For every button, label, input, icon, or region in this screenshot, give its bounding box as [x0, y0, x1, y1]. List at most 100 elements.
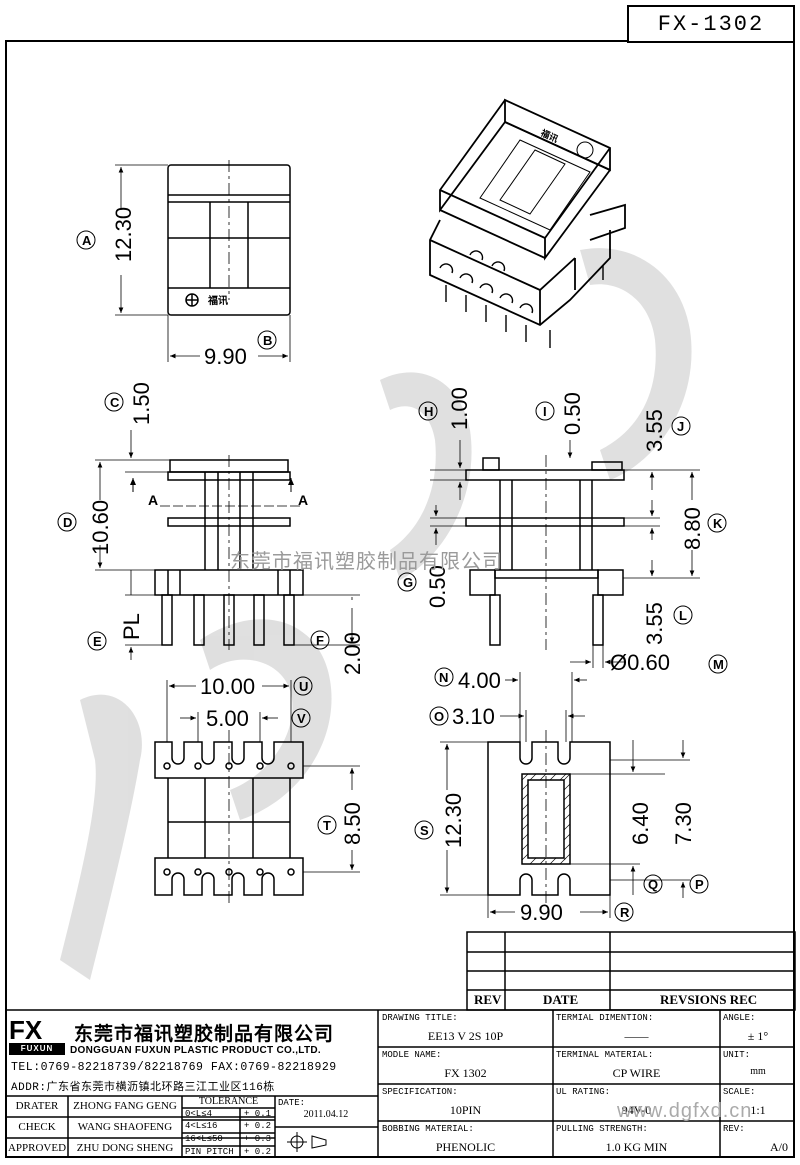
callout-q: Q	[643, 874, 663, 894]
tolerance-value-1: + 0.1	[244, 1109, 272, 1119]
pulling-strength-label: PULLING STRENGTH:	[556, 1124, 648, 1134]
company-contact: TEL:0769-82218739/82218769 FAX:0769-8221…	[11, 1061, 337, 1074]
dim-12-30-top: 12.30	[111, 207, 136, 262]
specification-value: 10PIN	[449, 1103, 482, 1117]
model-name: FX 1302	[444, 1066, 487, 1080]
watermark-strokes	[60, 248, 692, 980]
svg-text:N: N	[439, 670, 448, 685]
dim-3-55-top: 3.55	[642, 409, 667, 452]
callout-n: N	[434, 667, 454, 687]
svg-text:E: E	[93, 634, 102, 649]
section-label-right: A	[298, 492, 308, 508]
callout-f: F	[310, 630, 330, 650]
tolerance-value-3: + 0.3	[244, 1134, 272, 1144]
dim-7-30: 7.30	[671, 802, 696, 845]
dim-6-40: 6.40	[628, 802, 653, 845]
dim-1-50: 1.50	[129, 382, 154, 425]
svg-text:J: J	[677, 419, 684, 434]
svg-text:S: S	[420, 823, 429, 838]
revisions-header: REVSIONS REC	[660, 992, 758, 1007]
tolerance-value-2: + 0.2	[244, 1121, 272, 1131]
svg-text:B: B	[263, 333, 272, 348]
angle-label: ANGLE:	[723, 1013, 756, 1023]
svg-text:D: D	[63, 515, 72, 530]
ul-rating-value: 94V-0	[621, 1103, 652, 1117]
dim-3-55-bottom: 3.55	[642, 602, 667, 645]
company-logo: FX	[9, 1015, 43, 1045]
ul-rating-label: UL RATING:	[556, 1087, 611, 1097]
dim-2-00: 2.00	[340, 632, 365, 675]
svg-text:M: M	[713, 657, 724, 672]
svg-text:L: L	[679, 608, 687, 623]
callout-p: P	[689, 874, 709, 894]
tolerance-range-2: 4<L≤16	[185, 1121, 218, 1131]
approved-name: ZHU DONG SHENG	[76, 1142, 174, 1154]
tolerance-label: TOLERANCE	[198, 1096, 259, 1107]
terminal-dimention: ——	[624, 1029, 649, 1043]
scale-value: 1:1	[750, 1103, 766, 1117]
drawing-title: EE13 V 2S 10P	[427, 1029, 504, 1043]
drawing-title-label: DRAWING TITLE:	[382, 1013, 458, 1023]
callout-o: O	[429, 706, 449, 726]
callout-l: L	[673, 605, 693, 625]
side-view	[430, 440, 700, 668]
svg-text:P: P	[695, 877, 704, 892]
dim-0-50-top: 0.50	[560, 392, 585, 435]
dim-10-00: 10.00	[200, 674, 255, 699]
svg-text:R: R	[620, 905, 630, 920]
terminal-material-label: TERMINAL MATERIAL:	[556, 1050, 654, 1060]
svg-text:K: K	[713, 516, 723, 531]
callout-b: B	[257, 330, 277, 350]
dim-0-50-left: 0.50	[425, 565, 450, 608]
unit-value: mm	[750, 1066, 766, 1077]
company-logo-sub: FUXUN	[9, 1043, 65, 1055]
callout-e: E	[87, 631, 107, 651]
bottom-view	[154, 680, 360, 905]
tolerance-range-4: PIN PITCH	[185, 1147, 234, 1157]
company-address: ADDR:广东省东莞市横沥镇北环路三江工业区116栋	[11, 1082, 275, 1094]
watermark-company: 东莞市福讯塑胶制品有限公司	[230, 549, 503, 573]
callout-m: M	[708, 654, 728, 674]
bobbin-material-label: BOBBING MATERIAL:	[382, 1124, 474, 1134]
revision-table	[466, 931, 796, 1011]
tolerance-range-3: 16<L≤50	[185, 1134, 223, 1144]
rev-value: A/0	[770, 1140, 788, 1154]
company-name-cn: 东莞市福讯塑胶制品有限公司	[74, 1023, 335, 1045]
svg-text:福讯: 福讯	[538, 126, 560, 145]
svg-text:U: U	[299, 679, 308, 694]
check-name: WANG SHAOFENG	[77, 1121, 173, 1133]
specification-label: SPECIFICATION:	[382, 1087, 458, 1097]
dim-1-00: 1.00	[447, 387, 472, 430]
tolerance-range-1: 0<L≤4	[185, 1109, 213, 1119]
svg-text:A: A	[82, 233, 92, 248]
callout-r: R	[614, 902, 634, 922]
dim-3-10: 3.10	[452, 704, 495, 729]
terminal-dimention-label: TERMIAL DIMENTION:	[556, 1013, 654, 1023]
callout-k: K	[707, 513, 727, 533]
callout-i: I	[535, 401, 555, 421]
drawing-date: 2011.04.12	[303, 1109, 349, 1120]
svg-text:I: I	[543, 404, 547, 419]
callout-c: C	[104, 392, 124, 412]
drater-name: ZHONG FANG GENG	[73, 1100, 177, 1112]
dim-pl: PL	[119, 613, 144, 640]
date-label: DATE:	[278, 1098, 306, 1108]
drater-label: DRATER	[15, 1100, 59, 1112]
svg-text:F: F	[316, 633, 324, 648]
callout-a: A	[76, 230, 96, 250]
drawing-frame	[5, 40, 795, 1158]
callout-j: J	[671, 416, 691, 436]
top-view	[115, 160, 291, 362]
scale-label: SCALE:	[723, 1087, 756, 1097]
svg-text:V: V	[297, 711, 306, 726]
dim-10-60: 10.60	[88, 500, 113, 555]
section-view	[440, 672, 690, 918]
svg-text:G: G	[403, 575, 413, 590]
approved-label: APPROVED	[7, 1142, 67, 1154]
section-label-left: A	[148, 492, 158, 508]
date-header: DATE	[543, 992, 579, 1007]
rev-header: REV	[474, 992, 502, 1007]
callout-g: G	[397, 572, 417, 592]
dim-8-80: 8.80	[680, 507, 705, 550]
